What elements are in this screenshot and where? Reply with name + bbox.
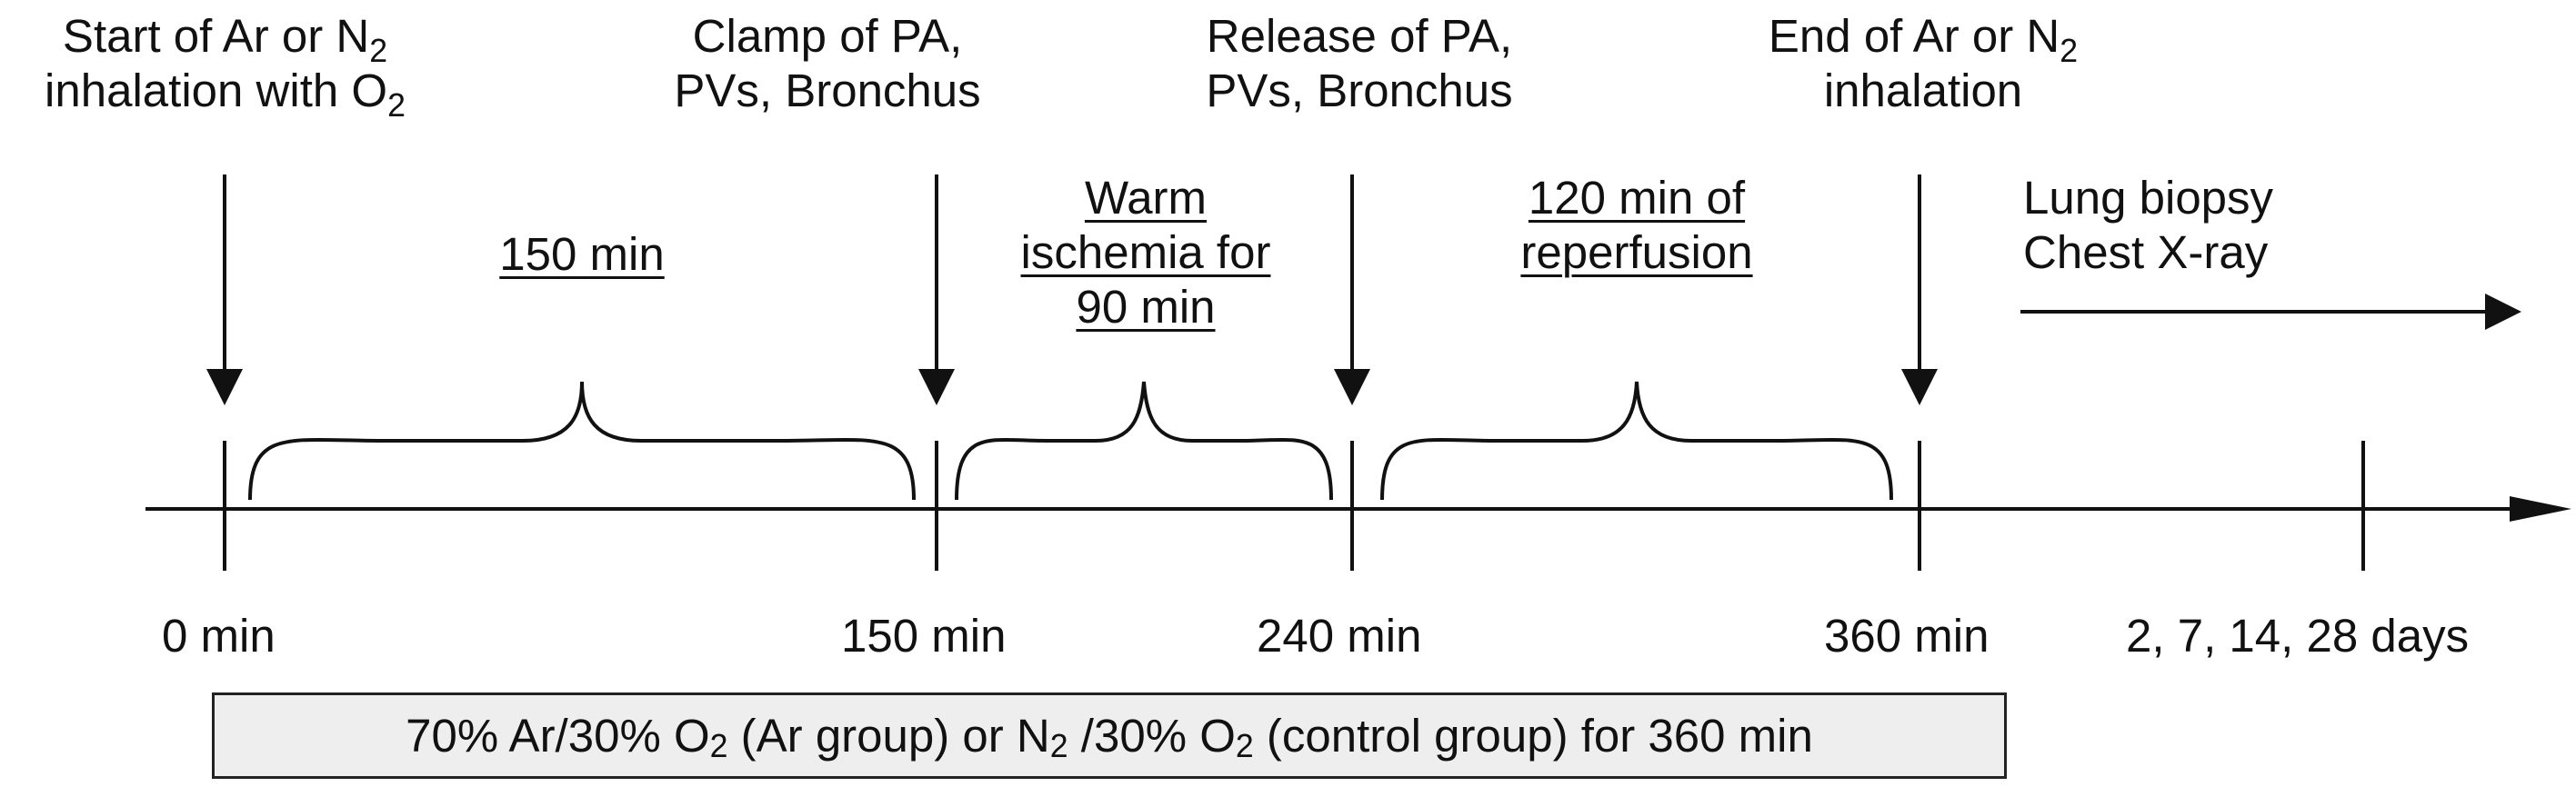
period-150-min-label: 150 min [499,228,665,280]
tick-label-360: 360 min [1824,610,1990,662]
tick-label-240: 240 min [1257,610,1422,662]
time-axis-arrowhead [2510,496,2571,522]
period-reperfusion-label: 120 min of reperfusion [1520,172,1753,278]
followup-label: Lung biopsy Chest X-ray [2023,172,2274,278]
event-start-label: Start of Ar or N2 inhalation with O2 [45,10,406,125]
event-release-label: Release of PA, PVs, Bronchus [1206,10,1513,116]
tick-label-0: 0 min [162,610,276,662]
event-clamp-label: Clamp of PA, PVs, Bronchus [674,10,981,116]
brace-reperfusion [1380,381,1893,501]
tick-label-days: 2, 7, 14, 28 days [2126,610,2470,662]
event-end-label: End of Ar or N2 inhalation [1768,10,2079,116]
brace-150-min [248,381,916,501]
period-ischemia-label: Warm ischemia for 90 min [1020,172,1271,333]
brace-ischemia [955,381,1333,501]
tick-label-150: 150 min [841,610,1007,662]
